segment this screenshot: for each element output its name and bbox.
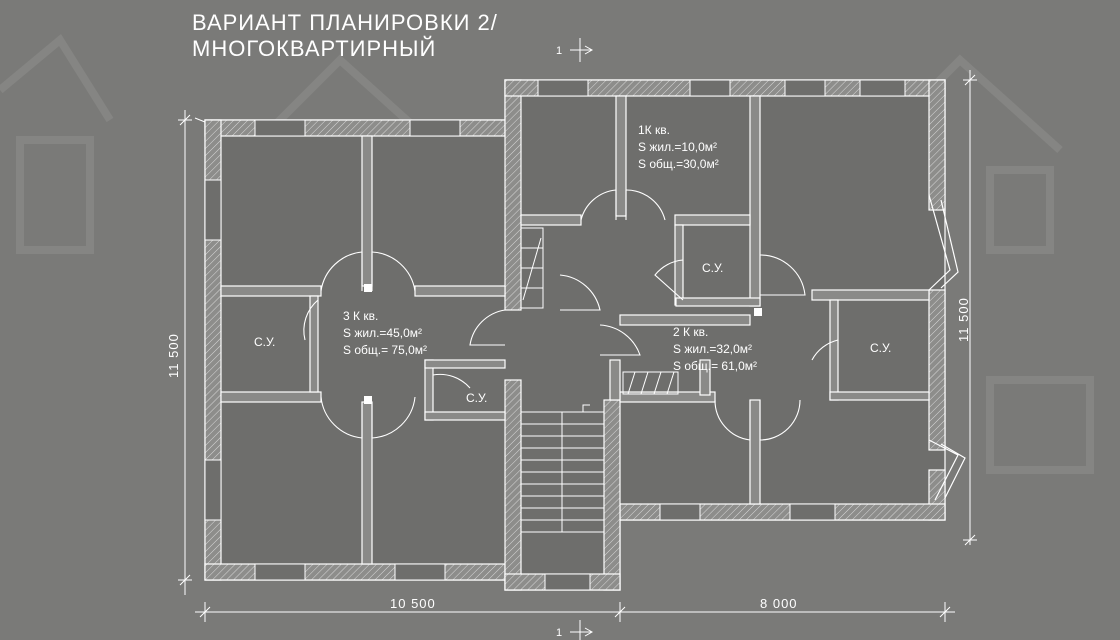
dimension-right-label: 11 500	[956, 297, 971, 342]
section-mark-bottom	[570, 620, 594, 640]
column-markers	[364, 284, 762, 404]
apartment-3k-total-area: S общ.= 75,0м²	[343, 343, 427, 357]
dimension-lines	[178, 70, 977, 622]
apartment-2k-name: 2 К кв.	[673, 325, 708, 339]
apartment-1k-total-area: S общ.=30,0м²	[638, 157, 719, 171]
section-mark-top-label: 1	[556, 45, 562, 57]
apartment-3k-living-area: S жил.=45,0м²	[343, 326, 422, 340]
dimension-bottom-left-label: 10 500	[390, 596, 436, 611]
background-house-silhouette	[0, 33, 1094, 474]
plan-title-line-1: ВАРИАНТ ПЛАНИРОВКИ 2/	[192, 10, 498, 35]
plan-title-line-2: МНОГОКВАРТИРНЫЙ	[192, 36, 437, 61]
apartment-2k-label: 2 К кв. S жил.=32,0м² S общ.= 61,0м²	[673, 325, 757, 373]
bay-window-upper	[928, 194, 959, 291]
door-swings	[303, 189, 839, 441]
apartment-3k-name: 3 К кв.	[343, 309, 378, 323]
apartment-3k-label: 3 К кв. S жил.=45,0м² S общ.= 75,0м²	[343, 309, 427, 357]
apartment-2k-living-area: S жил.=32,0м²	[673, 342, 752, 356]
bathroom-label-2k: С.У.	[870, 341, 891, 355]
apartment-2k-total-area: S общ.= 61,0м²	[673, 359, 757, 373]
bathroom-label-1k: С.У.	[702, 261, 723, 275]
section-mark-bottom-label: 1	[556, 627, 562, 639]
bathroom-label-3k-center: С.У.	[466, 391, 487, 405]
apartment-1k-label: 1К кв. S жил.=10,0м² S общ.=30,0м²	[638, 123, 719, 171]
dimension-bottom-right-label: 8 000	[760, 596, 798, 611]
dimension-left-label: 11 500	[166, 333, 181, 378]
small-stair	[520, 227, 679, 395]
bay-window-lower	[928, 439, 966, 501]
section-mark-top	[570, 38, 594, 62]
apartment-1k-name: 1К кв.	[638, 123, 670, 137]
bathroom-label-3k-left: С.У.	[254, 335, 275, 349]
apartment-1k-living-area: S жил.=10,0м²	[638, 140, 717, 154]
main-staircase	[520, 404, 605, 533]
interior-walls	[220, 95, 930, 565]
windows	[204, 79, 906, 591]
